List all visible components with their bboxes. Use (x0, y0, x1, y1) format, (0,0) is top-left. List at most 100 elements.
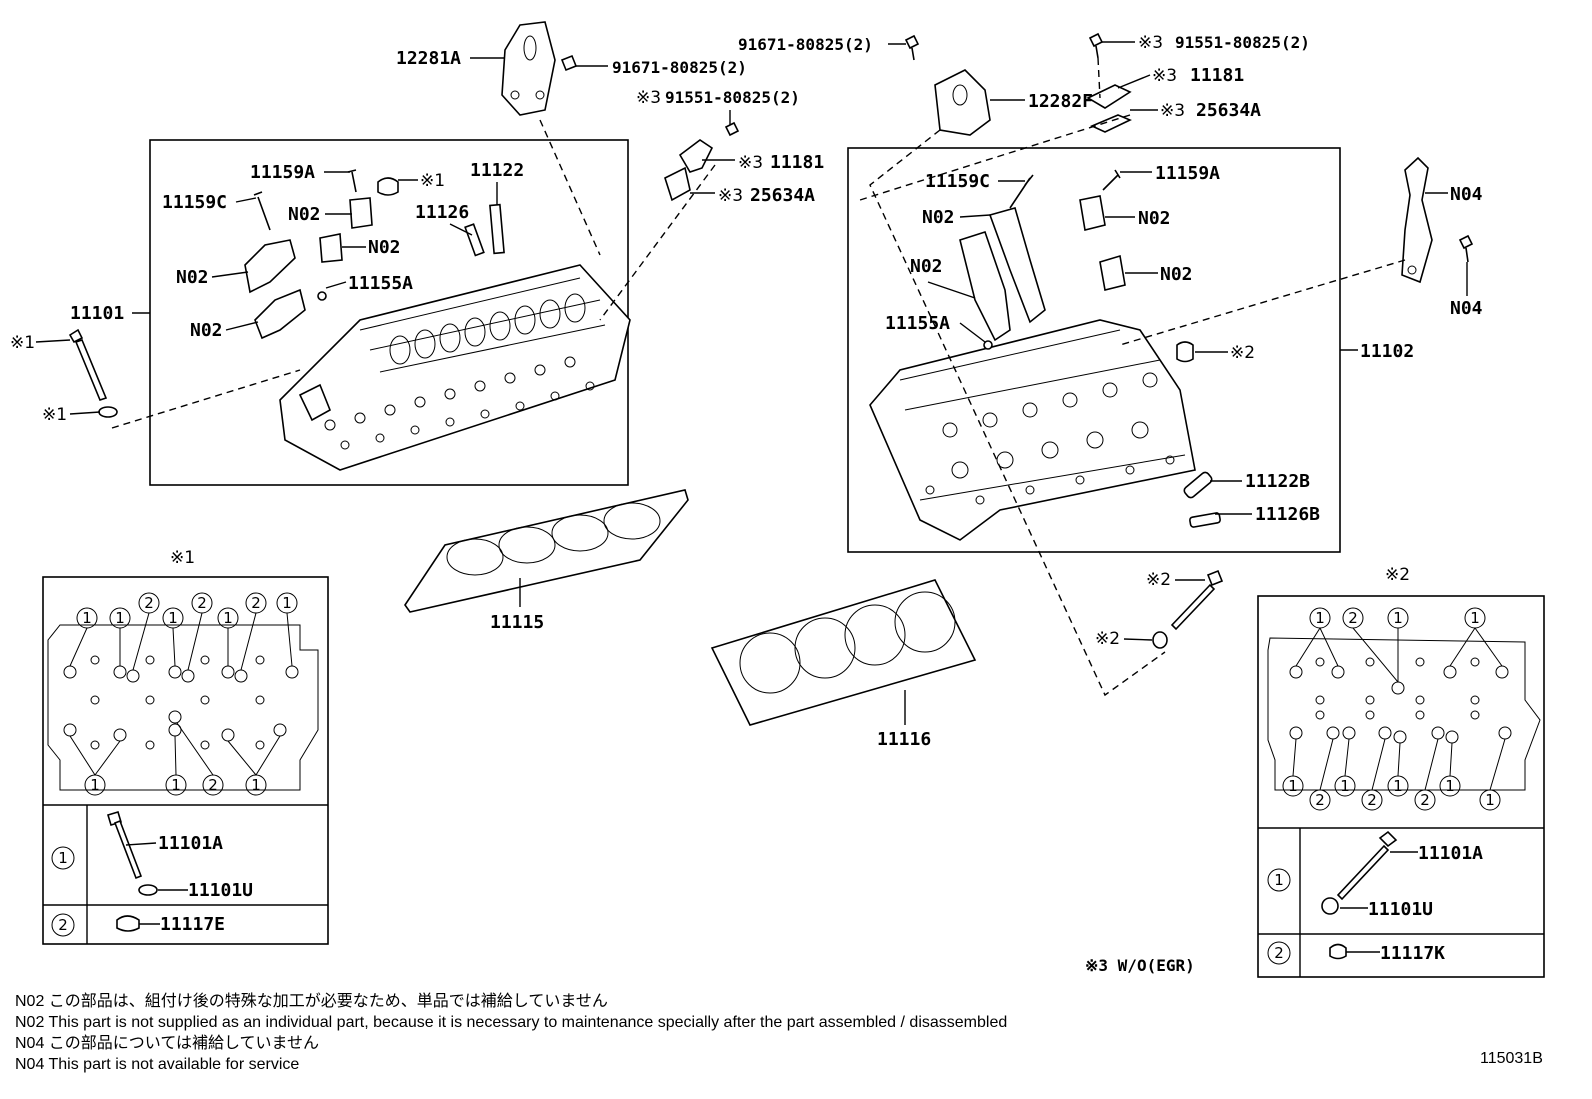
mark-3-91551-right: ※3 (1138, 33, 1163, 53)
label-N04-bottom: N04 (1450, 298, 1483, 319)
mark-3-11181-left: ※3 (738, 153, 763, 173)
legend-left-key-1: 1 (58, 849, 68, 867)
label-11101: 11101 (70, 303, 124, 324)
egr-parts-right (1086, 32, 1132, 133)
right-camshaft-caps (959, 169, 1221, 528)
mark-2-plug: ※2 (1230, 343, 1255, 363)
label-N02-left-a: N02 (288, 204, 321, 225)
label-N02-right-a: N02 (922, 207, 955, 228)
label-11126B: 11126B (1255, 504, 1320, 525)
bracket-12282F (904, 34, 991, 136)
footnotes: N02 この部品は、組付け後の特殊な加工が必要なため、単品では補給していません … (15, 992, 1007, 1073)
label-N02-left-c: N02 (176, 267, 209, 288)
svg-text:2: 2 (144, 594, 154, 612)
label-11155A-right: 11155A (885, 313, 950, 334)
label-11116: 11116 (877, 729, 931, 750)
svg-text:1: 1 (1485, 791, 1495, 809)
svg-text:1: 1 (168, 609, 178, 627)
label-91551-80825-right: 91551-80825(2) (1175, 33, 1310, 52)
bracket-N04 (1401, 156, 1474, 284)
mark-1-washer: ※1 (42, 405, 67, 425)
right-head-bolt (1152, 569, 1224, 649)
label-N04-top: N04 (1450, 184, 1483, 205)
legend-right-plug: 11117K (1380, 943, 1445, 964)
label-N02-left-d: N02 (190, 320, 223, 341)
svg-text:1: 1 (1445, 777, 1455, 795)
svg-text:2: 2 (197, 594, 207, 612)
label-11155A-left: 11155A (348, 273, 413, 294)
left-camshaft-caps (244, 169, 505, 340)
label-11126: 11126 (415, 202, 469, 223)
legend-left-bolt: 11101A (158, 833, 223, 854)
mark-2-washer: ※2 (1095, 629, 1120, 649)
mark-3-11181-right: ※3 (1152, 66, 1177, 86)
label-12281A: 12281A (396, 48, 461, 69)
svg-text:1: 1 (1470, 609, 1480, 627)
mark-2-bolt: ※2 (1146, 570, 1171, 590)
label-11159A-right: 11159A (1155, 163, 1220, 184)
svg-text:2: 2 (1420, 791, 1430, 809)
svg-text:1: 1 (82, 609, 92, 627)
label-11115: 11115 (490, 612, 544, 633)
label-11102: 11102 (1360, 341, 1414, 362)
callouts: 12281A 91671-80825(2) ※3 91551-80825(2) … (10, 33, 1483, 750)
label-91671-80825-left: 91671-80825(2) (612, 58, 747, 77)
legend-left-key-2: 2 (58, 916, 68, 934)
gasket-11116 (710, 579, 977, 726)
svg-text:1: 1 (223, 609, 233, 627)
label-11159C-right: 11159C (925, 171, 990, 192)
svg-text:2: 2 (208, 776, 218, 794)
svg-text:1: 1 (115, 609, 125, 627)
legend-left-plug: 11117E (160, 914, 225, 935)
label-11159A-left: 11159A (250, 162, 315, 183)
footnote-3: N04 この部品については補給していません (15, 1034, 319, 1052)
legend-left-washer: 11101U (188, 880, 253, 901)
figure-id: 115031B (1480, 1050, 1543, 1067)
svg-text:1: 1 (1340, 777, 1350, 795)
label-91551-80825-left: 91551-80825(2) (665, 88, 800, 107)
mark-3-91551-left: ※3 (636, 88, 661, 108)
mark-3-25634A-left: ※3 (718, 186, 743, 206)
egr-note: ※3 W/O(EGR) (1085, 956, 1195, 975)
egr-parts-left (664, 121, 740, 202)
label-11181-left: 11181 (770, 152, 824, 173)
left-head-bolt (68, 328, 118, 418)
label-N02-right-b: N02 (1138, 208, 1171, 229)
inset-right-mark: ※2 (1385, 565, 1410, 585)
label-25634A-right: 25634A (1196, 100, 1261, 121)
label-91671-80825-mid: 91671-80825(2) (738, 35, 873, 54)
svg-text:1: 1 (1393, 609, 1403, 627)
footnote-2: N02 This part is not supplied as an indi… (15, 1014, 1007, 1031)
label-N02-right-d: N02 (1160, 264, 1193, 285)
footnote-4: N04 This part is not available for servi… (15, 1056, 299, 1073)
svg-text:1: 1 (1393, 777, 1403, 795)
mark-3-25634A-right: ※3 (1160, 101, 1185, 121)
svg-text:2: 2 (1367, 791, 1377, 809)
legend-right-key-2: 2 (1274, 944, 1284, 962)
mark-1-cap: ※1 (420, 171, 445, 191)
label-12282F: 12282F (1028, 91, 1093, 112)
legend-right-bolt: 11101A (1418, 843, 1483, 864)
svg-text:1: 1 (282, 594, 292, 612)
label-25634A-left: 25634A (750, 185, 815, 206)
inset-left-mark: ※1 (170, 548, 195, 568)
svg-text:1: 1 (251, 776, 261, 794)
svg-text:1: 1 (1288, 777, 1298, 795)
label-N02-right-c: N02 (910, 256, 943, 277)
right-cylinder-head (869, 319, 1196, 541)
legend-right-key-1: 1 (1274, 871, 1284, 889)
svg-text:1: 1 (171, 776, 181, 794)
dashed-leaders (111, 57, 1406, 697)
label-11122B: 11122B (1245, 471, 1310, 492)
mark-1-bolt: ※1 (10, 333, 35, 353)
gasket-11115 (404, 489, 689, 613)
svg-text:2: 2 (1348, 609, 1358, 627)
svg-text:2: 2 (251, 594, 261, 612)
svg-text:1: 1 (1315, 609, 1325, 627)
label-N02-left-b: N02 (368, 237, 401, 258)
svg-text:1: 1 (90, 776, 100, 794)
label-11159C-left: 11159C (162, 192, 227, 213)
